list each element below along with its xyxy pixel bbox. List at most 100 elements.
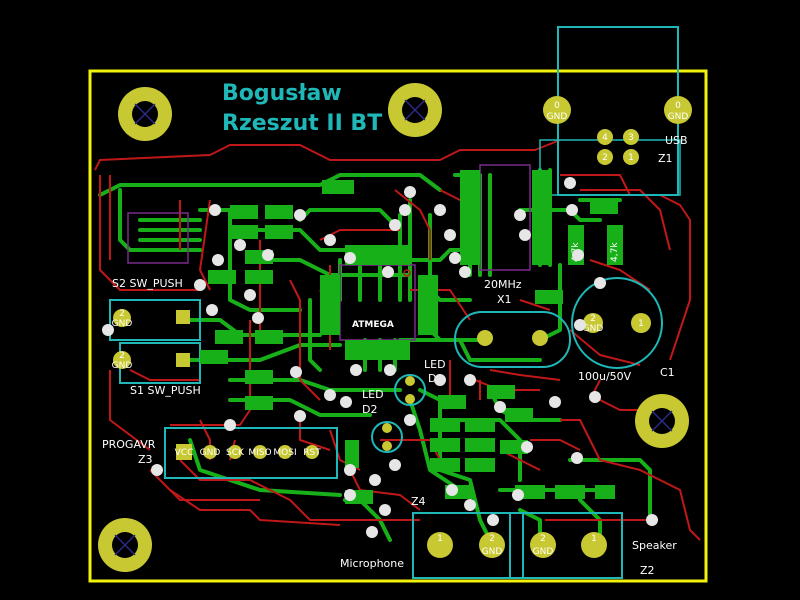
usb-pin-3[interactable] [623,129,639,145]
microphone-label: Microphone [340,557,404,570]
usb-shield-pad-b-net: GND [668,112,689,122]
s1-pad-number: 2 [119,351,125,361]
microphone-connector-z4[interactable]: 1 2 GND Microphone Z4 [340,495,524,579]
capacitor-pad-positive-number: 1 [638,319,644,329]
mcu-pins-bottom [345,340,410,360]
mounting-holes [98,83,689,572]
speaker-connector-z2[interactable]: 2 GND 1 Speaker Z2 [509,512,677,579]
usb-ref-label: Z1 [658,152,673,165]
mounting-hole-right[interactable] [635,394,689,448]
capacitor-ref-label: C1 [660,366,675,379]
progavr-pin-5[interactable] [278,445,292,459]
usb-connector-z1[interactable]: 0 GND 0 GND 4 3 2 1 USB Z1 [539,26,692,196]
led-d1-pad-a[interactable] [405,376,415,386]
ic-top[interactable] [460,164,552,271]
usb-shield-pad-a-number: 0 [554,101,560,111]
progavr-pin-1[interactable] [176,444,192,460]
progavr-label: PROGAVR [102,438,156,451]
s2-pad-number: 2 [119,309,125,319]
crystal-outline [454,311,571,368]
speaker-pad-1-number: 1 [591,534,597,544]
led-d2[interactable]: LED D2 [362,388,403,453]
progavr-pin-3[interactable] [228,445,242,459]
usb-shield-pad-b[interactable] [664,96,692,124]
mcu-pins-left [320,275,340,335]
progavr-courtyard [164,427,338,479]
s1-pad-2[interactable] [113,351,131,369]
led-d2-ref-label: D2 [362,403,377,416]
author-name-label: Bogusław [222,81,342,106]
led-d1-pad-k[interactable] [405,394,415,404]
speaker-ref-label: Z2 [640,564,655,577]
usb-pin-4-number: 4 [602,133,608,143]
capacitor-value-label: 100u/50V [578,370,632,383]
progavr-pin-6[interactable] [305,445,319,459]
switch-s2[interactable]: 2 GND S2 SW_PUSH [109,212,201,341]
progavr-pin-2[interactable] [203,445,217,459]
ic-top-pins-right [532,170,552,265]
microphone-pad-2-number: 2 [489,534,495,544]
vias [102,177,658,538]
mounting-hole-bottom-left[interactable] [98,518,152,572]
mounting-hole-top-center[interactable] [388,83,442,137]
progavr-pin-4[interactable] [253,445,267,459]
usb-pin-2[interactable] [597,149,613,165]
capacitor-pad-negative-net: GND [583,324,604,334]
microphone-courtyard [412,512,524,579]
crystal-pad-1[interactable] [477,330,493,346]
led-d1-outline [394,374,426,406]
switch-s1[interactable]: 2 GND S1 SW_PUSH [112,342,201,397]
resistor-r-usb-b[interactable]: 4,7k [607,225,623,265]
led-d2-outline [371,421,403,453]
led-d2-pad-k[interactable] [382,441,392,451]
resistor-b-value: 4,7k [610,242,620,262]
speaker-label: Speaker [632,539,677,552]
mcu-pin1-marker [403,269,411,277]
progavr-pin-3-name: SCK [226,448,245,458]
microphone-pad-2[interactable] [479,532,505,558]
led-d2-pad-a[interactable] [382,423,392,433]
speaker-pad-2[interactable] [530,532,556,558]
crystal-frequency-label: 20MHz [484,278,522,291]
speaker-pad-2-number: 2 [540,534,546,544]
s2-label: S2 SW_PUSH [112,277,183,290]
crystal-ref-label: X1 [497,293,512,306]
mcu-ic[interactable]: ATMEGA [320,245,438,360]
progavr-pin-6-name: RST [303,448,321,458]
capacitor-pad-negative[interactable] [583,313,603,333]
usb-pin-2-number: 2 [602,153,608,163]
mcu-ref-label: ATMEGA [352,320,394,330]
author-class-label: Rzeszut II BT [222,111,382,136]
capacitor-pad-positive[interactable] [631,313,651,333]
crystal-x1[interactable]: 20MHz X1 [454,278,571,368]
usb-pin-1[interactable] [623,149,639,165]
speaker-pad-1[interactable] [581,532,607,558]
s2-outline [127,212,189,264]
progavr-pin-4-name: MISO [248,448,271,458]
usb-pin-4[interactable] [597,129,613,145]
microphone-pad-1[interactable] [427,532,453,558]
usb-pin-3-number: 3 [628,133,634,143]
progavr-pin-1-name: VCC [175,448,194,458]
mcu-pins-right [418,275,438,335]
usb-pin-1-number: 1 [628,153,634,163]
capacitor-c1[interactable]: 2 GND 1 100u/50V C1 [571,277,675,383]
microphone-ref-label: Z4 [411,495,426,508]
speaker-pad-2-net: GND [533,547,554,557]
led-d1-label: LED [424,358,446,371]
usb-shield-pad-a[interactable] [543,96,571,124]
s2-pad-1[interactable] [176,310,190,324]
crystal-pad-2[interactable] [532,330,548,346]
progavr-ref-label: Z3 [138,453,153,466]
s1-pad-net: GND [112,361,133,371]
s2-pad-2[interactable] [113,309,131,327]
s2-pad-net: GND [112,319,133,329]
mounting-hole-top-left[interactable] [118,87,172,141]
s1-pad-1[interactable] [176,353,190,367]
microphone-pad-1-number: 1 [437,534,443,544]
capacitor-outline [571,277,663,369]
led-d2-label: LED [362,388,384,401]
progavr-pin-2-name: GND [200,448,221,458]
progavr-header-z3[interactable]: VCC GND SCK MISO MOSI RST PROGAVR Z3 [102,427,338,479]
